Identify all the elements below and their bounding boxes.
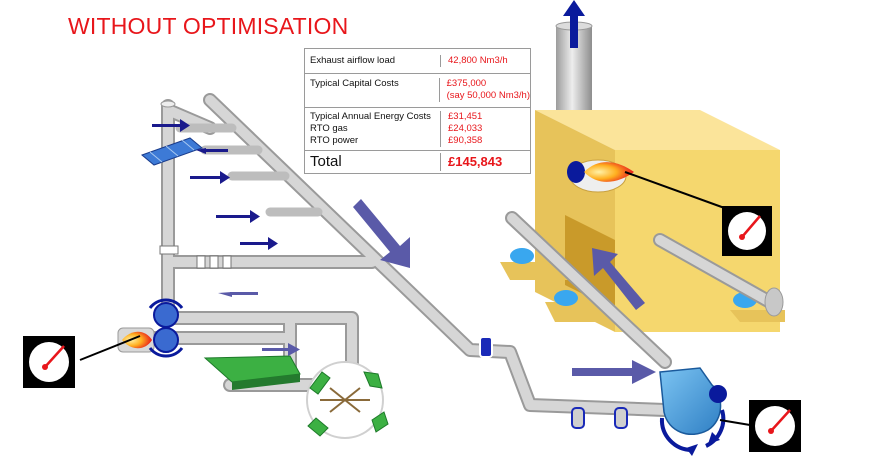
- table-row: Typical Capital Costs £375,000 (say 50,0…: [305, 74, 530, 108]
- total-value: £145,843: [448, 154, 503, 169]
- small-fan: [148, 298, 184, 358]
- flow-arrow-icon: [216, 210, 260, 223]
- burner-flame-icon: [584, 162, 634, 182]
- filter-bed-icon: [203, 355, 301, 390]
- main-fan: [659, 367, 727, 456]
- flow-arrow-icon: [240, 237, 278, 250]
- flow-arrow-icon: [262, 343, 300, 356]
- flow-arrow-icon: [353, 199, 410, 268]
- row-label: Typical Capital Costs: [305, 78, 440, 102]
- total-label: Total: [305, 153, 441, 171]
- row-label: Exhaust airflow load: [305, 55, 441, 67]
- burner-flame-icon: [122, 331, 152, 349]
- total-row: Total £145,843: [305, 151, 530, 173]
- flow-arrow-icon: [592, 248, 645, 310]
- row-label: Typical Annual Energy Costs RTO gas RTO …: [305, 111, 441, 147]
- table-row: Exhaust airflow load 42,800 Nm3/h: [305, 49, 530, 74]
- fan-rotation-arrow-icon: [148, 298, 184, 309]
- exhaust-up-arrow-icon: [563, 0, 585, 48]
- auxiliary-burner: [117, 327, 155, 353]
- gauges: [23, 171, 801, 452]
- row-value: 42,800 Nm3/h: [448, 55, 508, 66]
- solar-panel-icon: [141, 137, 203, 166]
- flow-arrow-icon: [218, 292, 258, 297]
- row-value: £375,000 (say 50,000 Nm3/h): [446, 78, 530, 101]
- fan-rotation-arrow-icon: [148, 347, 184, 358]
- flow-arrow-icon: [152, 119, 190, 132]
- burner-nozzle: [567, 161, 585, 183]
- row-value: £31,451 £24,033 £90,358: [448, 111, 483, 146]
- page-title: WITHOUT OPTIMISATION: [68, 13, 349, 39]
- flow-arrow-icon: [190, 171, 230, 184]
- fan-rotation-arrow-icon: [659, 417, 693, 453]
- pressure-gauge-icon: [23, 336, 75, 388]
- damper-valves: [159, 245, 628, 429]
- exhaust-stack: [555, 0, 593, 114]
- inlet-arrows: [152, 119, 278, 250]
- cost-table: Exhaust airflow load 42,800 Nm3/h Typica…: [304, 48, 531, 174]
- flow-arrow-icon: [572, 360, 656, 384]
- heat-recovery-ring: [306, 361, 389, 439]
- fan-rotation-arrow-icon: [705, 409, 726, 448]
- table-row: Typical Annual Energy Costs RTO gas RTO …: [305, 108, 530, 151]
- pressure-gauge-icon: [749, 400, 801, 452]
- flow-arrow-icon: [196, 148, 228, 154]
- pressure-gauge-icon: [722, 206, 772, 256]
- flow-arrows: [218, 199, 656, 384]
